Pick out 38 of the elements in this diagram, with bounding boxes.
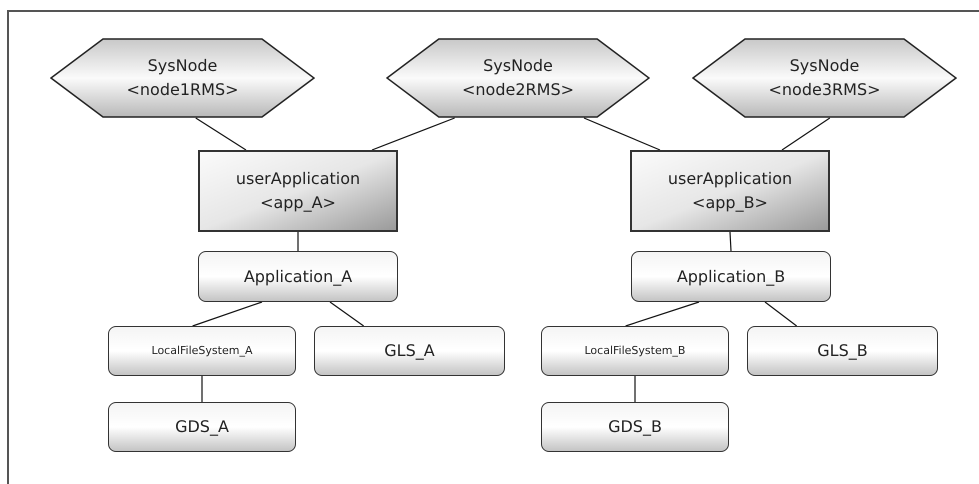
connector-line [634,376,636,402]
connector-line [729,232,732,252]
rounded-box [541,326,729,376]
node-label: LocalFileSystem_B [584,343,686,359]
node-label: GDS_A [174,416,230,438]
gradient-box [630,150,830,232]
rounded-box [108,326,296,376]
node-label: userApplication <app_A> [234,168,362,214]
node-label: SysNode <node2RMS> [461,55,575,101]
connector-line [330,302,364,326]
rounded-box [631,251,831,302]
node-label: LocalFileSystem_A [150,343,254,359]
connector-line [195,118,246,150]
rounded-box [108,402,296,452]
hexagon-node [50,38,315,118]
gradient-box [198,150,398,232]
node-label: userApplication <app_B> [666,168,794,214]
connector-line [297,232,299,251]
hexagon-node [386,38,650,118]
connector-line [192,301,262,327]
node-label: Application_B [676,266,786,288]
rounded-box [314,326,505,376]
node-label: GLS_A [383,340,436,362]
connector-line [201,376,203,402]
connector-line [764,302,798,326]
connector-line [625,301,700,327]
node-label: GDS_B [607,416,663,438]
connector-line [372,117,455,151]
node-label: SysNode <node1RMS> [126,55,240,101]
connector-line [782,118,830,150]
node-label: Application_A [242,266,354,288]
rounded-box [747,326,938,376]
node-label: SysNode <node3RMS> [768,55,882,101]
hexagon-node [692,38,957,118]
rounded-box [198,251,398,302]
connector-line [584,117,660,151]
rounded-box [541,402,729,452]
node-label: GLS_B [816,340,869,362]
